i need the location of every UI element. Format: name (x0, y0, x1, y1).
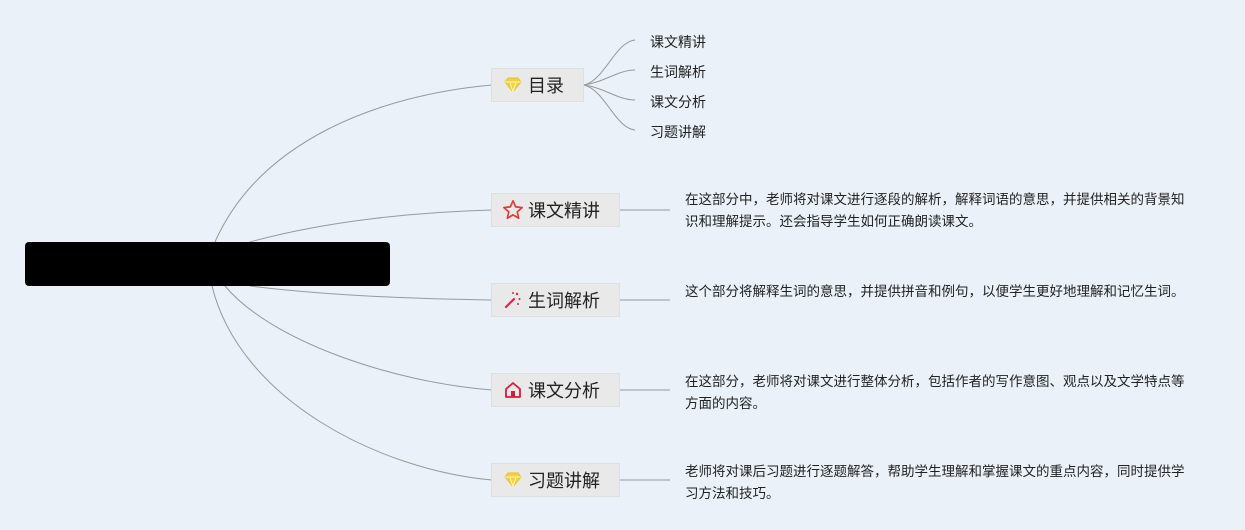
connector-toc-sub-1 (583, 39, 636, 86)
connector-root-branch-3 (224, 285, 493, 391)
magic-wand-icon (502, 289, 524, 311)
topic-branch-4-label: 习题讲解 (528, 471, 600, 492)
connector-toc-sub-3 (583, 84, 636, 101)
root-topic[interactable] (25, 242, 390, 286)
toc-item-2[interactable]: 生词解析 (650, 65, 706, 81)
diamond-icon (502, 469, 524, 491)
topic-branch-2[interactable]: 生词解析 (491, 283, 620, 317)
star-icon (502, 199, 524, 221)
connector-toc-sub-4 (583, 84, 636, 131)
toc-item-1[interactable]: 课文精讲 (650, 35, 706, 51)
toc-item-4[interactable]: 习题讲解 (650, 125, 706, 141)
connector-toc-sub-2 (583, 69, 636, 86)
topic-branch-3[interactable]: 课文分析 (491, 373, 620, 407)
connector-root-branch-1 (249, 209, 493, 243)
topic-branch-1[interactable]: 课文精讲 (491, 193, 620, 227)
connector-root-toc (214, 84, 493, 243)
topic-toc-label: 目录 (528, 76, 564, 97)
branch-2-description: 这个部分将解释生词的意思，并提供拼音和例句，以便学生更好地理解和记忆生词。 (685, 284, 1185, 300)
branch-4-description: 老师将对课后习题进行逐题解答，帮助学生理解和掌握课文的重点内容，同时提供学习方法… (685, 464, 1185, 502)
connector-root-branch-4 (211, 285, 493, 481)
topic-branch-3-label: 课文分析 (528, 381, 600, 402)
topic-branch-1-label: 课文精讲 (528, 201, 600, 222)
diamond-icon (502, 74, 524, 96)
branch-3-description: 在这部分，老师将对课文进行整体分析，包括作者的写作意图、观点以及文学特点等方面的… (685, 374, 1185, 412)
toc-item-3[interactable]: 课文分析 (650, 95, 706, 111)
branch-1-description: 在这部分中，老师将对课文进行逐段的解析，解释词语的意思，并提供相关的背景知识和理… (685, 192, 1185, 230)
home-icon (502, 379, 524, 401)
connector-root-branch-2 (249, 285, 493, 301)
topic-toc[interactable]: 目录 (491, 68, 584, 102)
topic-branch-2-label: 生词解析 (528, 291, 600, 312)
topic-branch-4[interactable]: 习题讲解 (491, 463, 620, 497)
